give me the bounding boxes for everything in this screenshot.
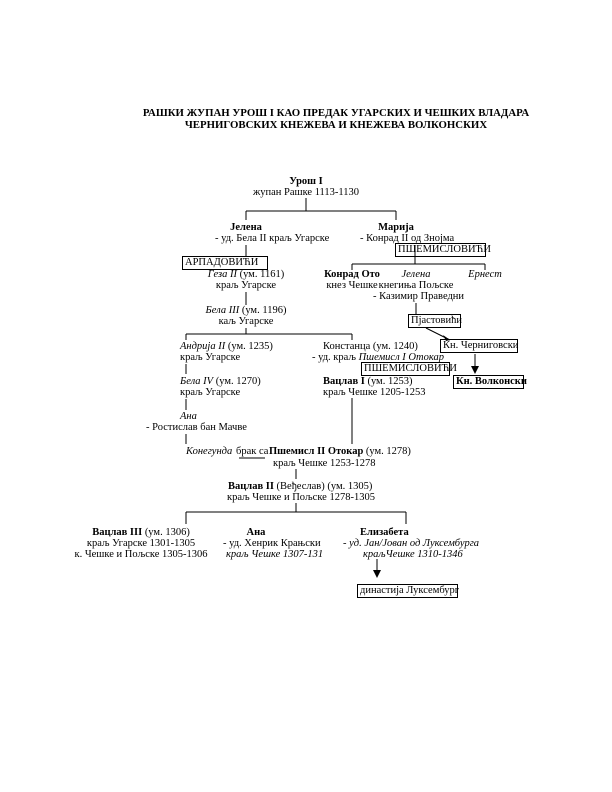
jelena2-desc2: - Казимир Праведни bbox=[373, 291, 465, 302]
bela4-name: Бела IV bbox=[180, 376, 214, 387]
vaclav2-name: Вацлав II bbox=[228, 481, 274, 492]
jelena2-desc1: кнегиња Пољске bbox=[378, 280, 454, 291]
marija-name: Марија bbox=[378, 222, 414, 233]
brak-sa: брак са bbox=[236, 446, 269, 457]
ana2-desc1: - уд. Хенрик Крањски bbox=[223, 538, 321, 550]
vaclav3-desc2: к. Чешке и Пољске 1305-1306 bbox=[74, 549, 208, 560]
jelena-name: Јелена bbox=[230, 222, 262, 233]
elizabeta-name: Елизабета bbox=[360, 527, 409, 538]
bela3-name: Бела III bbox=[205, 305, 240, 316]
elizabeta-desc2: краљЧешке 1310-1346 bbox=[363, 549, 463, 560]
vaclav1-line: Вацлав I (ум. 1253) bbox=[323, 376, 412, 388]
vaclav2-alt: (Веђеслав) (ум. 1305) bbox=[273, 481, 373, 492]
pshemisl2-name: Пшемисл II Отокар bbox=[269, 446, 364, 457]
vaclav1-years: (ум. 1253) bbox=[364, 376, 413, 387]
andrija-line: Андрија II (ум. 1235) bbox=[180, 341, 273, 353]
konstanca-name: Констанца (ум. 1240) bbox=[323, 341, 418, 352]
elizabeta-desc1: - уд. Јан/Јован од Луксембурга bbox=[343, 538, 480, 549]
jelena-desc: - уд. Бела II краљ Угарске bbox=[215, 233, 330, 244]
arpadovici-box: АРПАДОВИЋИ bbox=[182, 256, 268, 270]
vaclav2-line: Вацлав II (Веђеслав) (ум. 1305) bbox=[228, 481, 372, 493]
luxemburg-box: династија Луксембург bbox=[357, 584, 459, 598]
konstanca-desc-prefix: - уд. краљ bbox=[312, 352, 359, 363]
title-line-2: ЧЕРНИГОВСКИХ КНЕЖЕВА И КНЕЖЕВА ВОЛКОНСКИ… bbox=[184, 119, 488, 131]
vaclav2-desc: краљ Чешке и Пољске 1278-1305 bbox=[227, 492, 375, 503]
konrad-oto-desc: кнез Чешке bbox=[326, 280, 378, 291]
vaclav3-line: Вацлав III (ум. 1306) bbox=[66, 527, 216, 539]
ana1-name: Ана bbox=[180, 411, 197, 422]
vaclav1-desc: краљ Чешке 1205-1253 bbox=[323, 387, 426, 398]
vaclav3-desc1: краљ Угарске 1301-1305 bbox=[86, 538, 196, 549]
ernest-name: Ернест bbox=[468, 269, 502, 280]
ana2-desc1-text: - уд. Хенрик Крањски bbox=[223, 538, 321, 549]
konrad-oto-name: Конрад Ото bbox=[324, 269, 380, 280]
pshemisl2-desc: краљ Чешке 1253-1278 bbox=[273, 458, 376, 469]
arrow-luxemburg bbox=[373, 570, 381, 578]
pshemislovici-box-2: ПШЕМИСЛОВИЋИ bbox=[361, 362, 457, 376]
marija-desc: - Конрад II од Знојма bbox=[360, 233, 455, 244]
title-line-1: РАШКИ ЖУПАН УРОШ I КАО ПРЕДАК УГАРСКИХ И… bbox=[142, 107, 530, 119]
bela4-desc: краљ Угарске bbox=[180, 387, 241, 398]
geza-line: Геза II (ум. 1161) bbox=[196, 269, 296, 281]
pshemisl2-line: Пшемисл II Отокар (ум. 1278) bbox=[269, 446, 411, 458]
konstanca-desc: - уд. краљ Пшемисл I Отокар bbox=[312, 352, 444, 364]
ana1-desc: - Ростислав бан Мачве bbox=[146, 422, 247, 433]
pshemislovici-box-1: ПШЕМИСЛОВИЋИ bbox=[395, 243, 491, 257]
volkonski-box: Кн. Волконски bbox=[453, 375, 527, 389]
andrija-desc: краљ Угарске bbox=[180, 352, 241, 363]
vaclav1-name: Вацлав I bbox=[323, 376, 365, 387]
andrija-name: Андрија II bbox=[180, 341, 226, 352]
ana2-name: Ана bbox=[246, 527, 266, 538]
uros-name: Урош I bbox=[289, 176, 323, 187]
bela3-years: (ум. 1196) bbox=[239, 305, 287, 316]
vaclav3-name: Вацлав III bbox=[92, 527, 143, 538]
arrow-volkonski bbox=[471, 366, 479, 374]
pshemisl2-years: (ум. 1278) bbox=[363, 446, 411, 457]
uros-desc: жупан Рашке 1113-1130 bbox=[252, 187, 360, 198]
bela3-desc: каљ Угарске bbox=[218, 316, 274, 327]
andrija-years: (ум. 1235) bbox=[225, 341, 273, 352]
geza-years: (ум. 1161) bbox=[236, 269, 285, 280]
chernigovski-box: Кн. Черниговски bbox=[440, 339, 518, 353]
bela4-years: (ум. 1270) bbox=[213, 376, 261, 387]
geza-desc: краљ Угарске bbox=[215, 280, 277, 291]
bela3-line: Бела III (ум. 1196) bbox=[196, 305, 296, 317]
ana2-desc2: краљ Чешке 1307-131 bbox=[226, 549, 324, 560]
jelena2-name: Јелена bbox=[401, 269, 431, 280]
kunegunda-name: Конегунда bbox=[186, 446, 233, 457]
konstanca-desc-name: Пшемисл I Отокар bbox=[358, 352, 444, 363]
geza-name: Геза II bbox=[207, 269, 237, 280]
vaclav3-years: (ум. 1306) bbox=[142, 527, 190, 538]
bela4-line: Бела IV (ум. 1270) bbox=[180, 376, 261, 388]
pjastovici-box: Пјастовићи bbox=[408, 314, 462, 328]
